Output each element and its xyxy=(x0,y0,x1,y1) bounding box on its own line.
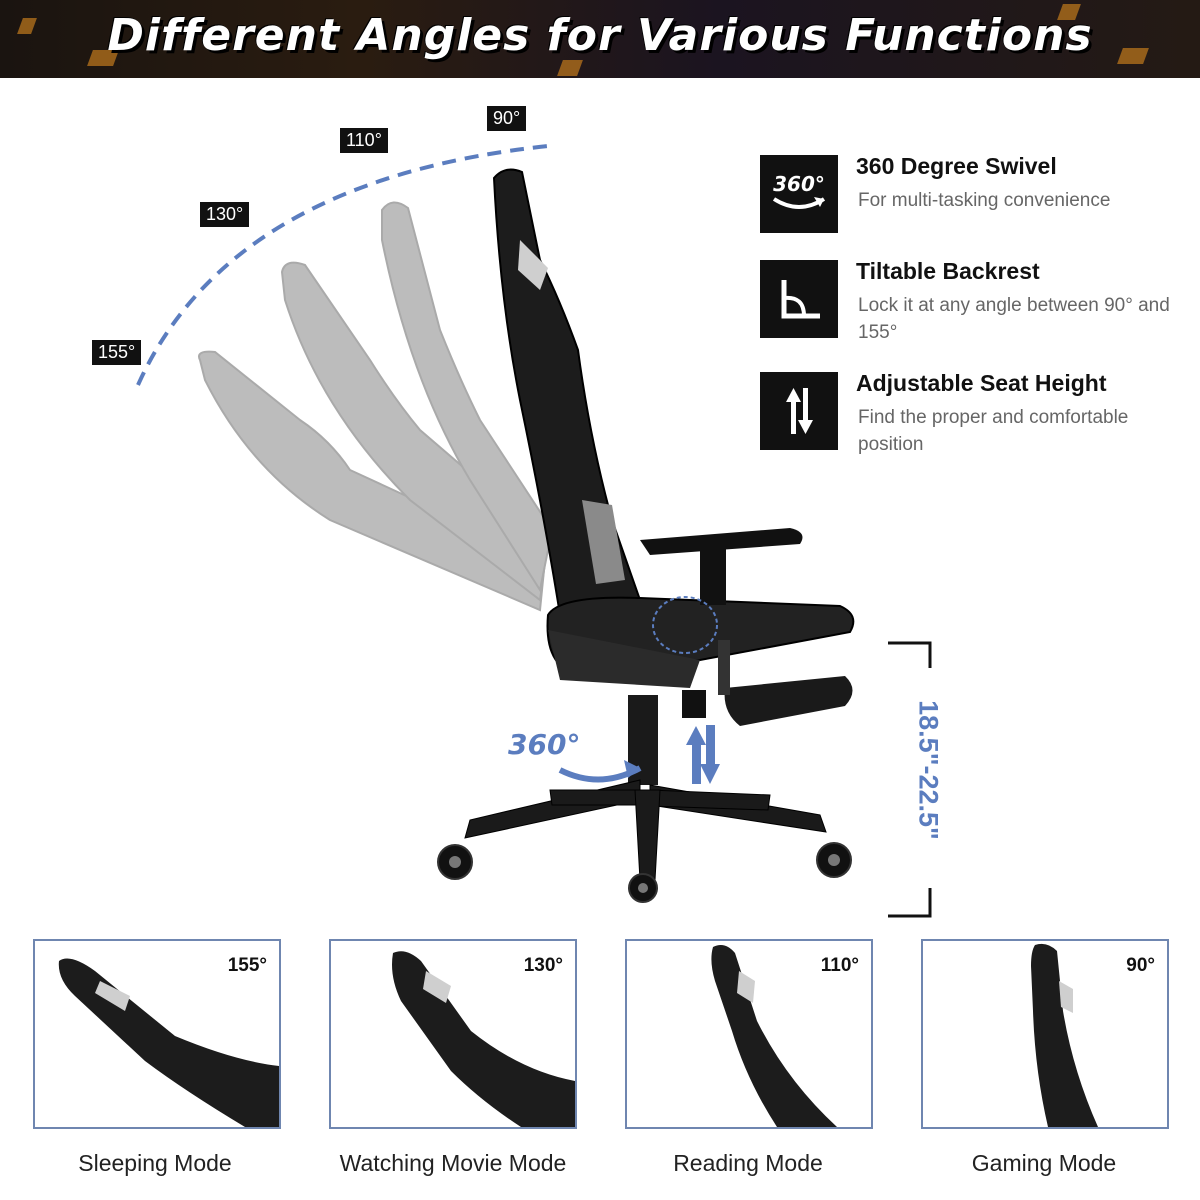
up-down-arrows-icon xyxy=(760,372,838,450)
mode-label-gaming: Gaming Mode xyxy=(971,1150,1117,1176)
feature-seat-height: Adjustable Seat Height Find the proper a… xyxy=(760,370,1190,455)
mode-panel-reading: 110° xyxy=(625,939,873,1129)
mode-label-watching: Watching Movie Mode xyxy=(339,1150,567,1176)
feature-description: Find the proper and comfortable position xyxy=(858,407,1129,455)
ghost-backrest-155 xyxy=(198,350,547,612)
backrest-closeup xyxy=(58,958,279,1127)
ghost-backrest-130 xyxy=(280,261,550,602)
backrest-closeup xyxy=(1031,943,1098,1127)
angle-label-90: 90° xyxy=(487,106,527,131)
ghost-backrest-110 xyxy=(381,201,554,593)
mode-panel-watching: 130° xyxy=(329,939,577,1129)
seat-height-range: 18.5"-22.5" xyxy=(913,700,944,840)
backrest-angle-icon xyxy=(760,260,838,338)
mode-label-reading: Reading Mode xyxy=(673,1150,823,1176)
header-banner: Different Angles for Various Functions xyxy=(0,0,1200,78)
mode-angle: 155° xyxy=(227,955,267,976)
mode-panel-sleeping: 155° xyxy=(33,939,281,1129)
height-bracket xyxy=(888,641,932,918)
mode-angle: 90° xyxy=(1126,955,1155,976)
angle-label-130: 130° xyxy=(200,202,250,227)
feature-backrest: Tiltable Backrest Lock it at any angle b… xyxy=(760,258,1190,343)
swivel-360-icon: 360° xyxy=(760,155,838,233)
feature-title: Tiltable Backrest xyxy=(856,258,1040,284)
mode-panel-gaming: 90° xyxy=(921,939,1169,1129)
backrest-closeup xyxy=(392,951,575,1127)
feature-title: 360 Degree Swivel xyxy=(856,153,1057,179)
svg-text:360°: 360° xyxy=(773,172,825,196)
feature-description: For multi-tasking convenience xyxy=(858,190,1111,211)
mode-label-sleeping: Sleeping Mode xyxy=(78,1150,232,1176)
feature-title: Adjustable Seat Height xyxy=(856,370,1107,396)
feature-swivel: 360° 360 Degree Swivel For multi-tasking… xyxy=(760,153,1190,235)
footrest xyxy=(724,676,853,726)
angle-label-110: 110° xyxy=(340,128,388,153)
height-arrows-icon xyxy=(686,725,720,784)
backrest-closeup xyxy=(711,945,837,1127)
mode-angle: 110° xyxy=(820,955,859,976)
armrest xyxy=(640,528,803,555)
feature-description: Lock it at any angle between 90° and 155… xyxy=(858,295,1170,343)
page-title: Different Angles for Various Functions xyxy=(107,10,1093,61)
mode-angle: 130° xyxy=(523,955,563,976)
swivel-degree-label: 360° xyxy=(508,728,581,761)
angle-label-155: 155° xyxy=(92,340,142,365)
